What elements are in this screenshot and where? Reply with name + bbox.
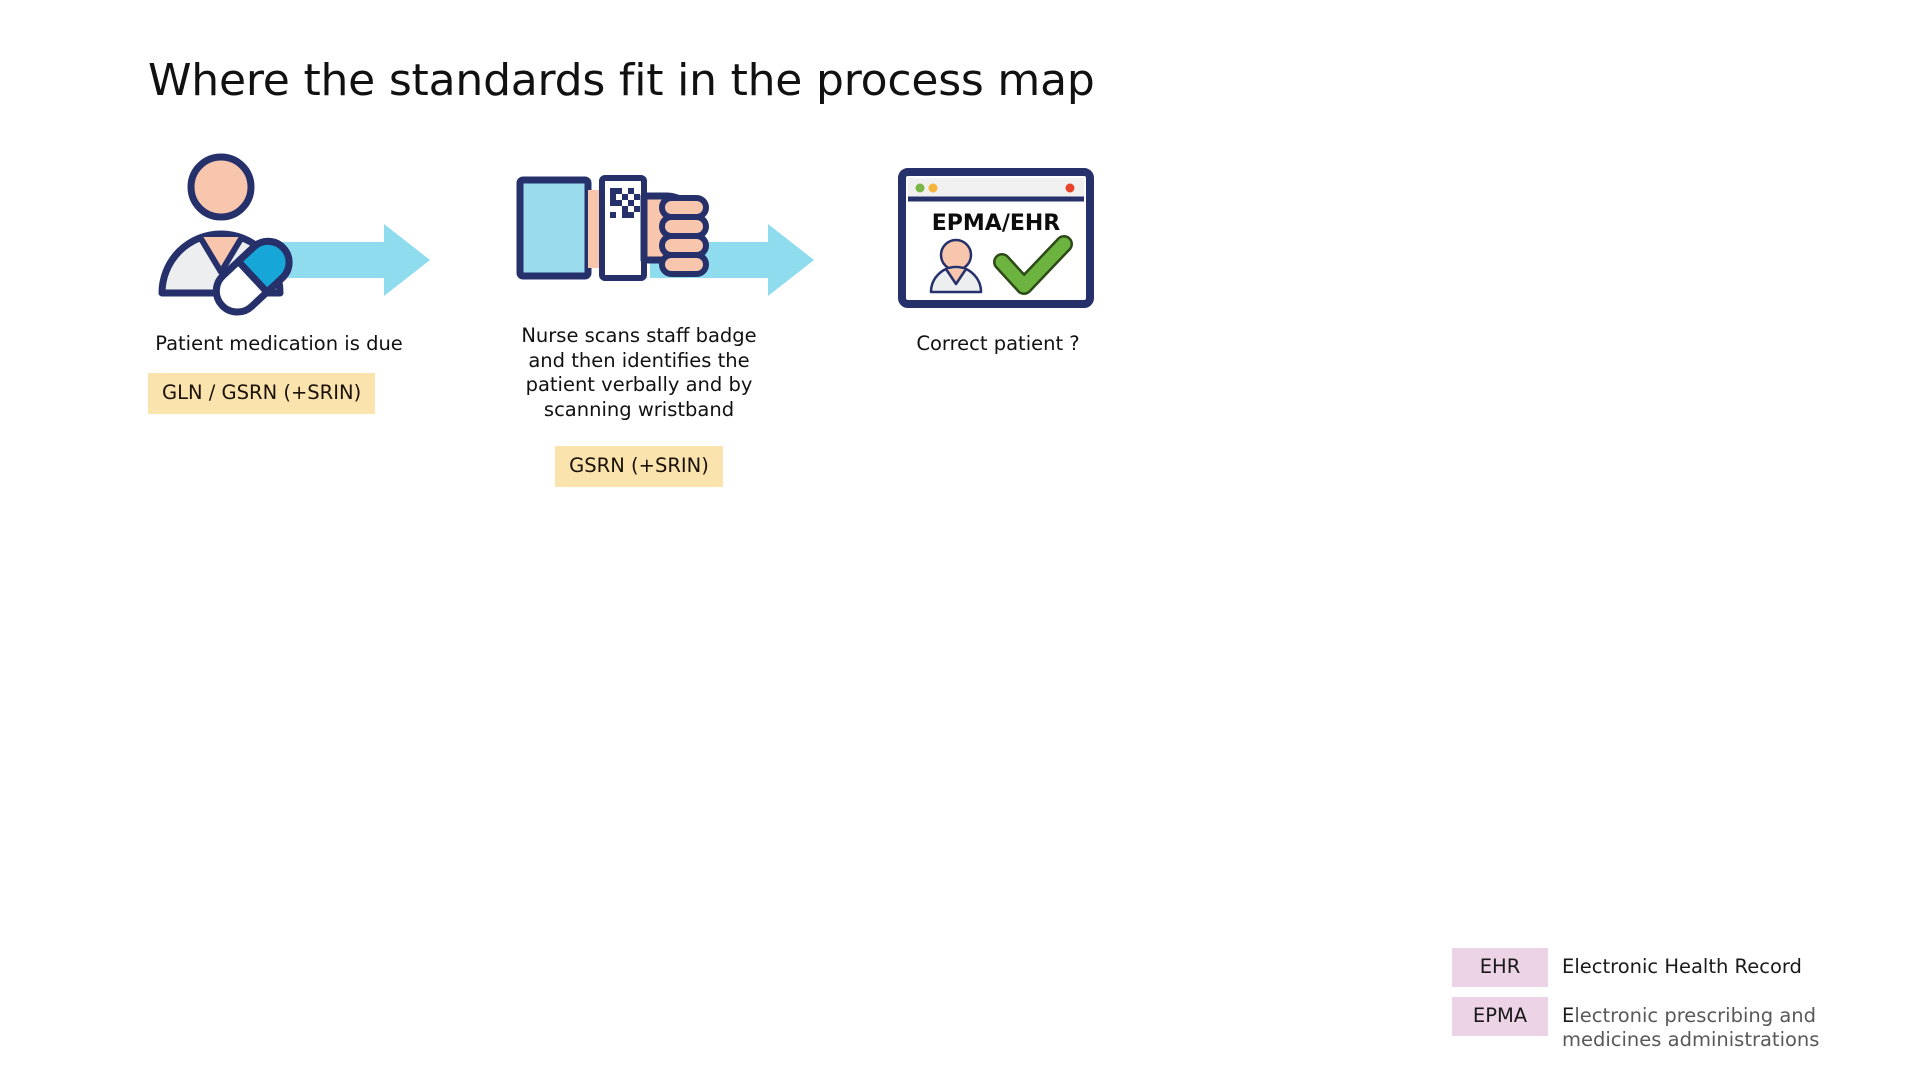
step-2-artwork: [516, 150, 762, 310]
step-1-badge-wrap: GLN / GSRN (+SRIN): [148, 357, 410, 414]
page-title: Where the standards fit in the process m…: [148, 55, 1095, 106]
standard-badge-gln-gsrn: GLN / GSRN (+SRIN): [148, 372, 376, 414]
flow-step-2: Nurse scans staff badge and then identif…: [516, 150, 762, 487]
standard-badge-gsrn: GSRN (+SRIN): [555, 446, 723, 487]
right-arrow-icon: [266, 224, 430, 296]
legend-key-epma: EPMA: [1452, 997, 1548, 1036]
window-dot-red: [1065, 183, 1075, 193]
window-dot-yellow: [928, 183, 938, 193]
step-2-badge-wrap: GSRN (+SRIN): [516, 430, 762, 487]
step-1-caption: Patient medication is due: [155, 332, 403, 355]
legend-desc-epma: Electronic prescribing and medicines adm…: [1562, 997, 1892, 1052]
step-2-caption: Nurse scans staff badge and then identif…: [521, 324, 757, 421]
flow-arrow-1: [266, 224, 430, 300]
legend-key-ehr: EHR: [1452, 948, 1548, 987]
legend-row-ehr: EHR Electronic Health Record: [1452, 948, 1892, 987]
window-title-text: EPMA/EHR: [932, 211, 1061, 236]
flow-step-1: Patient medication is due GLN / GSRN (+S…: [148, 150, 410, 414]
window-dot-green: [915, 183, 925, 193]
green-check-icon: [993, 235, 1073, 295]
patient-avatar-icon: [929, 238, 983, 294]
process-flow: Patient medication is due GLN / GSRN (+S…: [148, 150, 1098, 487]
patient-with-pill-icon: [158, 153, 293, 316]
step-3-caption: Correct patient ?: [916, 332, 1080, 355]
legend-desc-epma-lead: E: [1562, 1004, 1575, 1027]
legend-desc-ehr: Electronic Health Record: [1562, 955, 1802, 978]
step-3-artwork: EPMA/EHR: [898, 150, 1098, 310]
hand-scanning-badge-icon: [516, 175, 709, 281]
abbreviation-legend: EHR Electronic Health Record EPMA Electr…: [1452, 948, 1892, 1062]
legend-desc-epma-rest: lectronic prescribing and medicines admi…: [1562, 1004, 1820, 1051]
qr-code-icon: [610, 188, 640, 218]
legend-row-epma: EPMA Electronic prescribing and medicine…: [1452, 997, 1892, 1052]
epma-ehr-browser-window-icon: EPMA/EHR: [898, 168, 1094, 308]
step-1-artwork: [148, 150, 410, 316]
flow-step-3: EPMA/EHR Correct patient ?: [898, 150, 1098, 357]
